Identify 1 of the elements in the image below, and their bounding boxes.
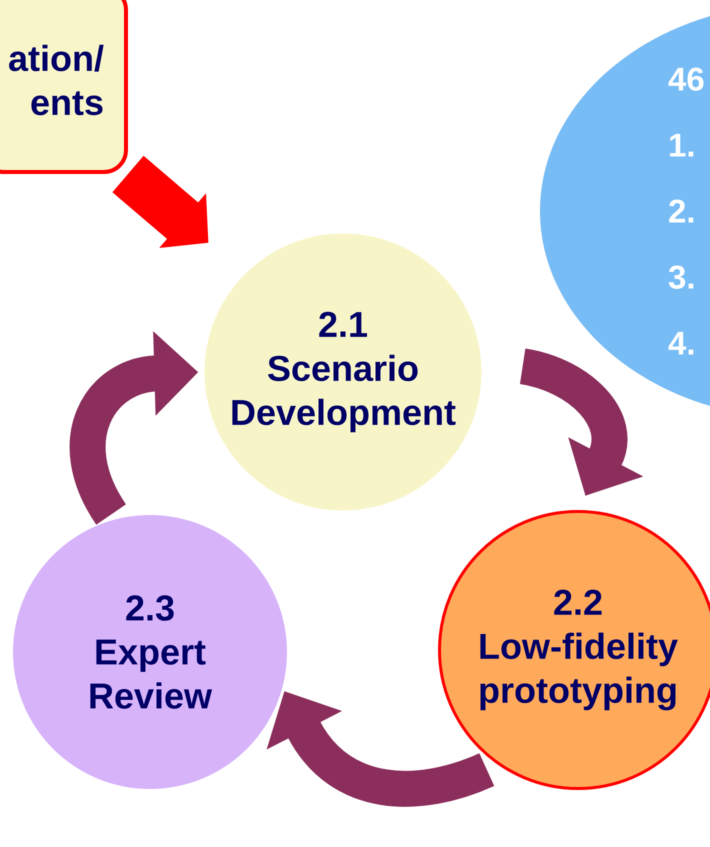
note-box: ation/ ents	[0, 0, 128, 174]
